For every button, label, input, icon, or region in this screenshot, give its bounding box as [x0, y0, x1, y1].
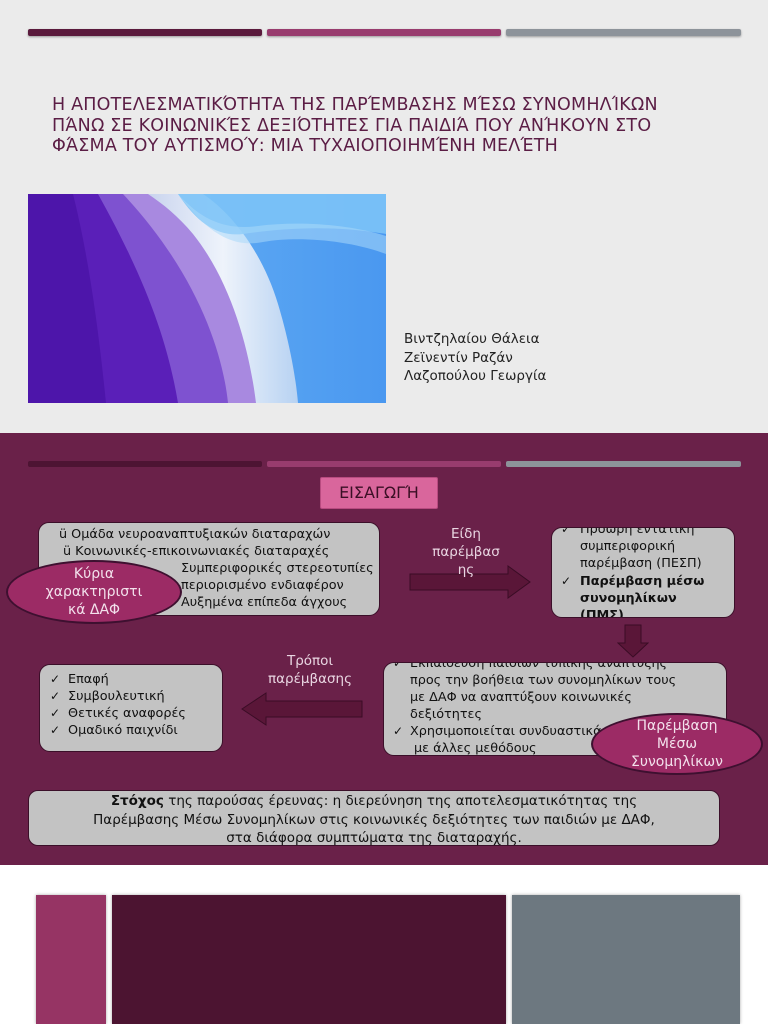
check-icon: ✓ — [50, 672, 60, 686]
description-line: δεξιότητες — [410, 707, 482, 722]
method-item: Συμβουλευτική — [68, 689, 165, 704]
check-icon: ✓ — [561, 574, 571, 588]
characteristic-item: Αυξημένα επίπεδα άγχους — [181, 595, 347, 610]
title-line: ΠΆΝΩ ΣΕ ΚΟΙΝΩΝΙΚΈΣ ΔΕΞΙΌΤΗΤΕΣ ΓΙΑ ΠΑΙΔΙΆ… — [52, 116, 732, 137]
description-line: με ΔΑΦ να αναπτύξουν κοινωνικές — [410, 690, 632, 705]
authors-list: Βιντζηλαίου Θάλεια Ζεϊνεντίν Ραζάν Λαζοπ… — [404, 330, 546, 386]
method-item: Επαφή — [68, 672, 109, 687]
type-line: συνομηλίκων — [580, 591, 677, 606]
type-line: Πρόωρη εντατική — [580, 527, 695, 537]
characteristic-item: Συμπεριφορικές στερεοτυπίες — [181, 561, 374, 576]
methods-box: ✓ Επαφή ✓ Συμβουλευτική ✓ Θετικές αναφορ… — [39, 664, 223, 752]
types-label: Είδη παρέμβασ ης — [418, 525, 514, 579]
introduction-slide: ΕΙΣΑΓΩΓΉ ü Ομάδα νευροαναπτυξιακών διατα… — [0, 433, 768, 865]
type-line: παρέμβαση (ΠΕΣΠ) — [580, 556, 702, 571]
intervention-types-box: ✓ Πρόωρη εντατική συμπεριφορική παρέμβασ… — [551, 527, 735, 618]
method-item: Θετικές αναφορές — [68, 706, 186, 721]
goal-line: Στόχος της παρούσας έρευνας: η διερεύνησ… — [29, 792, 719, 811]
accent-bar-grey — [506, 461, 741, 467]
author-name: Λαζοπούλου Γεωργία — [404, 367, 546, 386]
goal-text: της παρούσας έρευνας: η διερεύνηση της α… — [164, 793, 637, 809]
label-line: Μέσω — [631, 735, 723, 753]
check-icon: ✓ — [561, 527, 571, 536]
description-line: προς την βοήθεια των συνομηλίκων τους — [410, 673, 676, 688]
research-goal-box: Στόχος της παρούσας έρευνας: η διερεύνησ… — [28, 790, 720, 846]
check-icon: ✓ — [393, 662, 403, 670]
label-line: χαρακτηριστι — [46, 583, 143, 601]
next-slide-preview — [0, 865, 768, 1024]
characteristic-item: περιορισμένο ενδιαφέρον — [181, 578, 344, 593]
presentation-title: Η ΑΠΟΤΕΛΕΣΜΑΤΙΚΌΤΗΤΑ ΤΗΣ ΠΑΡΈΜΒΑΣΗΣ ΜΈΣΩ… — [52, 95, 732, 157]
check-icon: ✓ — [50, 689, 60, 703]
abstract-wave-image — [28, 194, 386, 403]
accent-bar-magenta — [267, 461, 501, 467]
label-line: παρέμβασ — [418, 543, 514, 561]
label-line: Κύρια — [46, 565, 143, 583]
accent-bar-magenta — [267, 29, 501, 36]
check-icon: ✓ — [50, 723, 60, 737]
type-line: συμπεριφορική — [580, 539, 675, 554]
accent-panel-grey — [512, 895, 740, 1024]
methods-label: Τρόποι παρέμβασης — [252, 652, 368, 688]
label-line: Τρόποι — [252, 652, 368, 670]
accent-bar-grey — [506, 29, 741, 36]
type-line: Παρέμβαση μέσω — [580, 574, 704, 589]
label-line: Παρέμβαση — [631, 717, 723, 735]
characteristic-item: ü Ομάδα νευροαναπτυξιακών διαταραχών — [59, 527, 330, 542]
peer-intervention-label: Παρέμβαση Μέσω Συνομηλίκων — [591, 713, 763, 775]
label-line: ης — [418, 561, 514, 579]
label-line: κά ΔΑΦ — [46, 601, 143, 619]
author-name: Βιντζηλαίου Θάλεια — [404, 330, 546, 349]
description-line: Εκπαίδευση παιδιών τυπικής ανάπτυξης — [410, 662, 667, 671]
label-line: Συνομηλίκων — [631, 753, 723, 771]
accent-panel-magenta — [36, 895, 106, 1024]
characteristic-item: ü Κοινωνικές-επικοινωνιακές διαταραχές — [63, 544, 329, 559]
goal-line: Παρέμβασης Μέσω Συνομηλίκων στις κοινωνι… — [29, 811, 719, 830]
author-name: Ζεϊνεντίν Ραζάν — [404, 349, 546, 368]
arrow-left-icon — [240, 691, 364, 727]
goal-line: στα διάφορα συμπτώματα της διαταραχής. — [29, 829, 719, 848]
method-item: Ομαδικό παιχνίδι — [68, 723, 178, 738]
accent-bar-dark — [28, 29, 262, 36]
arrow-down-icon — [617, 623, 649, 659]
title-line: Η ΑΠΟΤΕΛΕΣΜΑΤΙΚΌΤΗΤΑ ΤΗΣ ΠΑΡΈΜΒΑΣΗΣ ΜΈΣΩ… — [52, 95, 732, 116]
accent-bar-dark — [28, 461, 262, 467]
characteristics-label: Κύρια χαρακτηριστι κά ΔΑΦ — [6, 560, 182, 624]
label-line: παρέμβασης — [252, 670, 368, 688]
section-heading: ΕΙΣΑΓΩΓΉ — [320, 477, 438, 509]
check-icon: ✓ — [393, 724, 403, 738]
title-line: ΦΆΣΜΑ ΤΟΥ ΑΥΤΙΣΜΟΎ: ΜΙΑ ΤΥΧΑΙΟΠΟΙΗΜΈΝΗ Μ… — [52, 136, 732, 157]
title-slide: Η ΑΠΟΤΕΛΕΣΜΑΤΙΚΌΤΗΤΑ ΤΗΣ ΠΑΡΈΜΒΑΣΗΣ ΜΈΣΩ… — [0, 0, 768, 433]
check-icon: ✓ — [50, 706, 60, 720]
accent-panel-dark — [112, 895, 506, 1024]
goal-keyword: Στόχος — [111, 793, 164, 809]
type-line: (ΠΜΣ) — [580, 608, 624, 618]
description-line: με άλλες μεθόδους — [414, 741, 537, 756]
label-line: Είδη — [418, 525, 514, 543]
description-line: Χρησιμοποιείται συνδυαστικά — [410, 724, 602, 739]
abstract-wave-graphic — [28, 194, 386, 403]
